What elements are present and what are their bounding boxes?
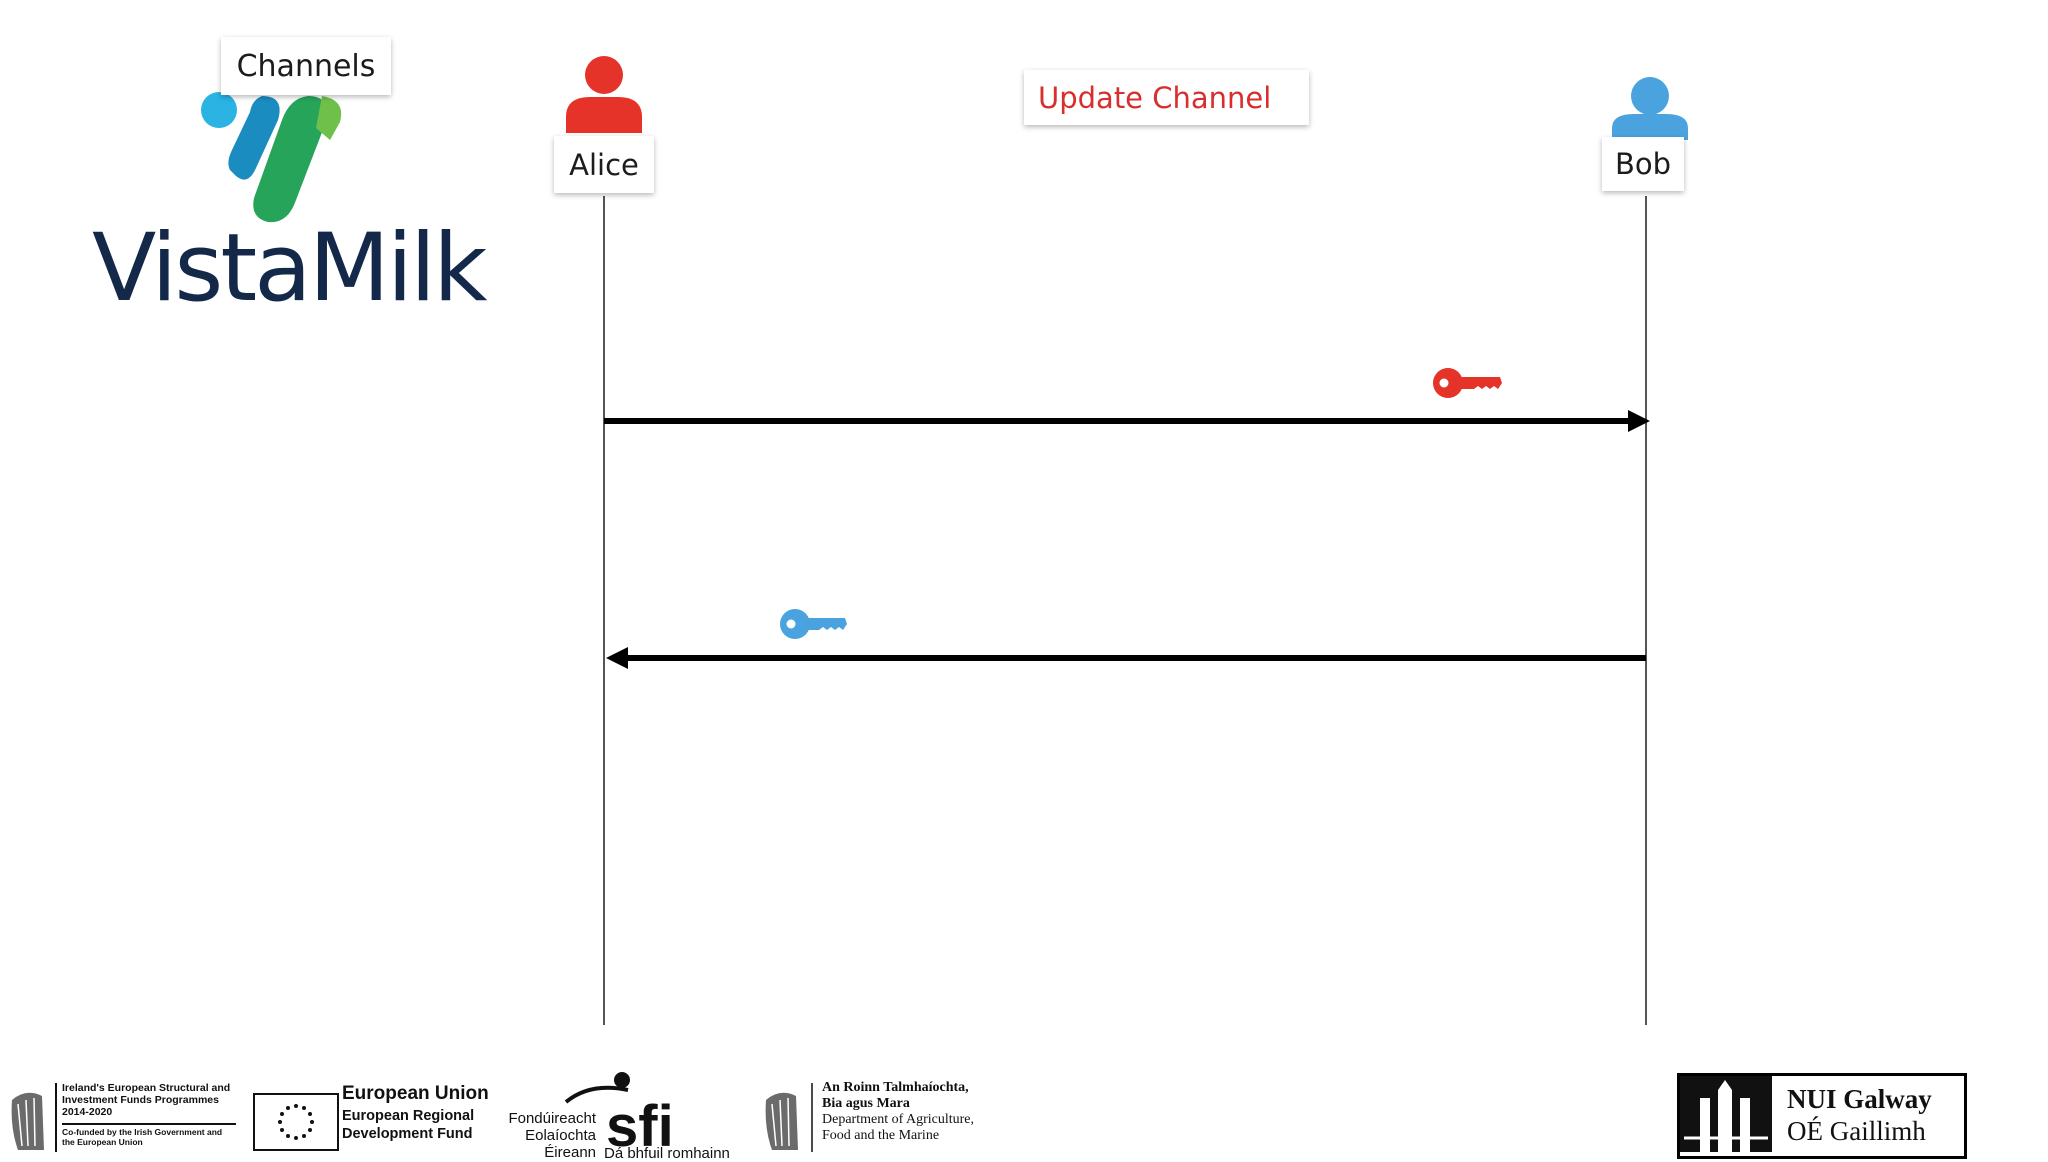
dept-harp-icon bbox=[765, 1092, 798, 1150]
esif-subtitle: Co-funded by the Irish Government and th… bbox=[62, 1127, 223, 1147]
sfi-name: Fondúireacht Eolaíochta Éireann bbox=[500, 1110, 596, 1161]
vistamilk-logo-icon bbox=[201, 92, 342, 223]
sfi-motto: Dá bhfuil romhainn bbox=[604, 1145, 730, 1162]
eu-subtitle: European Regional Development Fund bbox=[342, 1107, 474, 1143]
section-label: Channels bbox=[221, 37, 391, 95]
dept-line-3: Department of Agriculture, bbox=[822, 1112, 975, 1127]
nui-building-icon bbox=[1680, 1076, 1772, 1152]
eu-flag-icon bbox=[253, 1093, 339, 1151]
eu-title: European Union bbox=[342, 1083, 489, 1104]
message-arrow-bob-to-alice bbox=[606, 647, 1646, 669]
sfi-logo-text: sfi bbox=[606, 1094, 674, 1152]
nui-irish-name: OÉ Gaillimh bbox=[1787, 1116, 1926, 1146]
alice-person-icon bbox=[566, 56, 642, 133]
sfi-logo-icon: sfi bbox=[564, 1072, 674, 1152]
bob-person-icon bbox=[1612, 77, 1688, 140]
dept-line-1: An Roinn Talmhaíochta, bbox=[822, 1080, 969, 1095]
eu-line-1: European Regional bbox=[342, 1108, 475, 1124]
red-key-icon bbox=[1433, 368, 1502, 398]
dept-name: An Roinn Talmhaíochta, Bia agus Mara Dep… bbox=[822, 1080, 974, 1144]
harp-icon bbox=[11, 1092, 45, 1150]
sfi-line-2: Eolaíochta bbox=[525, 1127, 596, 1144]
step-label: Update Channel bbox=[1024, 70, 1309, 125]
participant-label-bob: Bob bbox=[1602, 137, 1684, 191]
brand-name: VistaMilk bbox=[92, 214, 488, 323]
esif-title: Ireland's European Structural and Invest… bbox=[62, 1082, 231, 1118]
dept-line-4: Food and the Marine bbox=[822, 1128, 940, 1143]
dept-line-2: Bia agus Mara bbox=[822, 1096, 910, 1111]
message-arrow-alice-to-bob bbox=[604, 410, 1650, 432]
eu-line-2: Development Fund bbox=[342, 1126, 473, 1142]
sfi-line-1: Fondúireacht bbox=[508, 1110, 596, 1127]
nui-name: NUI Galway bbox=[1787, 1084, 1932, 1114]
blue-key-icon bbox=[780, 609, 847, 639]
sfi-line-3: Éireann bbox=[544, 1144, 596, 1161]
participant-label-alice: Alice bbox=[554, 136, 654, 193]
